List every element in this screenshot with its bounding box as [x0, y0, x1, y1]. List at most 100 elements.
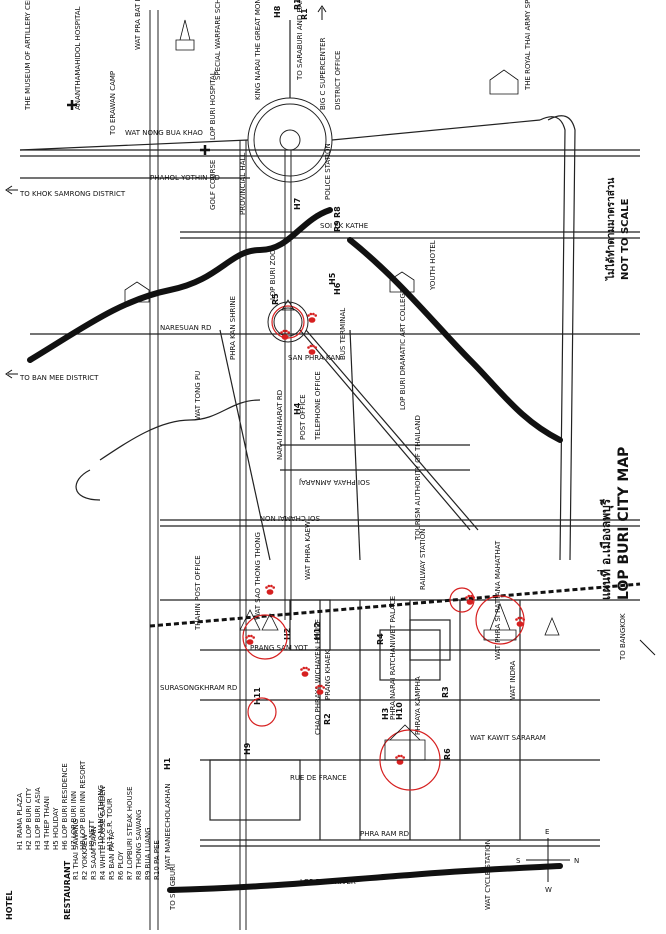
code-marker-h7[interactable]: H7: [293, 198, 302, 210]
code-marker-h3[interactable]: H3: [381, 708, 390, 720]
building-icons: [67, 19, 560, 761]
legend-hotel-item: H2 LOP BURI CITY: [25, 787, 33, 850]
road-label-r8: SOI CHAMAI NON: [260, 514, 320, 522]
place-label-p20[interactable]: POST OFFICE: [299, 394, 307, 440]
place-label-p37[interactable]: PHRAYA KAMPHA: [414, 676, 422, 735]
paw-print-icon[interactable]: [280, 329, 290, 340]
place-label-p32[interactable]: THAHIN POST OFFICE: [194, 555, 202, 631]
paw-print-icon[interactable]: [515, 616, 525, 627]
compass: E W S N: [516, 828, 579, 894]
place-label-p38[interactable]: WAT INDRA: [509, 660, 517, 700]
code-marker-r6[interactable]: R6: [443, 748, 452, 760]
place-label-p24[interactable]: TOURISM AUTHORITY OF THAILAND: [414, 415, 422, 541]
direction-to-saraburi: TO SARABURI AND BANGKOK: [296, 0, 304, 81]
place-label-p31[interactable]: CHAO PHRAYA WICHAYEN HOUSE: [314, 619, 322, 735]
road-label-r2: NARESUAN RD: [160, 324, 211, 332]
place-label-p4[interactable]: SPECIAL WARFARE SCHOOL: [214, 0, 222, 80]
place-labels: THE MUSEUM OF ARTILLERY CENTER ANANTHAMAH…: [24, 0, 546, 910]
code-marker-r8[interactable]: R8: [333, 206, 342, 218]
code-marker-r10[interactable]: R10: [293, 0, 302, 10]
place-label-p2[interactable]: ANANTHAMAHIDOL HOSPITAL: [74, 6, 82, 110]
paw-print-icon[interactable]: [307, 312, 317, 323]
place-label-p23[interactable]: WAT PHRA KAEW: [304, 521, 312, 580]
code-marker-h1[interactable]: H1: [163, 757, 172, 770]
arrow-southeast-icon: [639, 639, 656, 656]
place-label-p36[interactable]: THE ROYAL THAI ARMY SPECIAL FORCES MUSEU…: [524, 0, 532, 91]
place-label-p13[interactable]: GOLF COURSE: [209, 160, 217, 210]
code-marker-r1[interactable]: R1: [300, 8, 309, 20]
place-label-p5[interactable]: TO ERAWAN CAMP: [109, 71, 117, 136]
code-marker-r4[interactable]: R4: [376, 633, 385, 645]
legend-hotel-item: H8 LOP BURI INN RESORT: [79, 760, 87, 850]
code-marker-r9[interactable]: R9: [333, 220, 342, 232]
place-label-p14[interactable]: LOP BURI ZOO: [269, 249, 277, 300]
legend-restaurant-item: R8 THONG SAWANG: [135, 810, 143, 880]
legend-restaurant-item: R2 YOKKAEW: [81, 834, 89, 880]
legend-hotel-item: H5 HOLIDAY: [52, 807, 60, 850]
code-marker-h12[interactable]: H12: [313, 622, 322, 640]
place-label-p29[interactable]: WAT PHRA SI RATTANA MAHATHAT: [494, 540, 502, 660]
legend-hotel-item: H3 LOP BURI ASIA: [34, 787, 42, 850]
legend-restaurant-item: R10 PA PEE: [153, 840, 161, 880]
place-label-p12[interactable]: PROVINCIAL HALL: [239, 153, 247, 215]
place-label-p30[interactable]: PRANG KHAEK: [324, 649, 332, 700]
temple-icon: [175, 19, 195, 51]
road-label-r1: PHAHOL YOTHIN RD: [150, 174, 220, 182]
place-label-p33[interactable]: WAT KAWIT SARARAM: [470, 734, 546, 742]
place-label-p16[interactable]: SAN PHRA KAN: [288, 354, 340, 362]
code-marker-h5[interactable]: H5: [328, 272, 337, 285]
legend-restaurant-item: R7 LOPBURI STEAK HOUSE: [126, 786, 134, 880]
place-label-p34[interactable]: WAT MANEECHOLAKHAN: [164, 783, 172, 870]
code-marker-h9[interactable]: H9: [243, 742, 252, 755]
shrine-icon: [281, 299, 295, 311]
attraction-markers: [242, 305, 525, 791]
hotel-legend-header: HOTEL: [5, 890, 14, 920]
place-label-p6[interactable]: LOP BURI HOSPITAL: [209, 71, 217, 140]
place-label-p10[interactable]: DISTRICT OFFICE: [334, 51, 342, 110]
code-marker-h11[interactable]: H11: [253, 687, 262, 705]
code-marker-h6[interactable]: H6: [333, 282, 342, 295]
code-marker-r5[interactable]: R5: [271, 293, 280, 305]
code-marker-r2[interactable]: R2: [323, 713, 332, 725]
legend-hotel-item: H9 NETT: [88, 819, 96, 850]
code-marker-h4[interactable]: H4: [293, 402, 302, 415]
restaurant-legend-header: RESTAURANT: [63, 860, 72, 920]
compass-s: S: [516, 857, 521, 865]
code-marker-h8[interactable]: H8: [273, 5, 282, 18]
place-label-p35[interactable]: WAT CYCLE STATION: [484, 839, 492, 910]
paw-print-icon[interactable]: [395, 754, 405, 765]
paw-print-icon[interactable]: [245, 634, 255, 645]
code-marker-h10[interactable]: H10: [395, 702, 404, 720]
code-marker-h2[interactable]: H2: [283, 628, 292, 640]
paw-print-icon[interactable]: [315, 684, 325, 695]
place-label-p26[interactable]: WAT SAO THONG THONG: [254, 532, 262, 620]
place-label-p9[interactable]: BIG C SUPERCENTER: [319, 37, 327, 110]
place-label-p27[interactable]: PRANG SAM YOT: [250, 644, 309, 652]
direction-labels: TO SARABURI AND BANGKOK TO KHOK SAMRONG …: [5, 0, 656, 911]
paw-print-icon[interactable]: [265, 584, 275, 595]
place-label-p1[interactable]: THE MUSEUM OF ARTILLERY CENTER: [24, 0, 32, 111]
road-label-r4: SURASONGKHRAM RD: [160, 684, 237, 692]
place-label-p17[interactable]: PHRA KAN SHRINE: [229, 296, 237, 360]
legend-restaurant-item: R6 PLOY: [117, 850, 125, 880]
place-label-p11[interactable]: POLICE STATION: [324, 143, 332, 200]
temple-icon: [483, 602, 517, 641]
paw-print-icon[interactable]: [465, 594, 475, 605]
place-label-p28[interactable]: PHRA NARAI RATCHANIWET PALACE: [389, 596, 397, 720]
place-label-p19[interactable]: WAT TONG PU: [194, 371, 202, 420]
place-label-p7[interactable]: WAT NONG BUA KHAO: [125, 129, 203, 137]
paw-print-icon[interactable]: [307, 344, 317, 355]
place-label-p25[interactable]: RAILWAY STATION: [419, 529, 427, 590]
legend-hotel-item: H4 THEP THANI: [43, 796, 51, 850]
place-label-p22[interactable]: LOP BURI DRAMATIC ART COLLEGE: [399, 289, 407, 410]
paw-print-icon[interactable]: [300, 666, 310, 677]
place-label-p8[interactable]: KING NARAI THE GREAT MONUMENT: [254, 0, 262, 100]
place-label-p21[interactable]: TELEPHONE OFFICE: [314, 371, 322, 441]
place-label-p3[interactable]: WAT PRA BAT NAM PU: [134, 0, 142, 50]
place-label-p18[interactable]: BUS TERMINAL: [339, 308, 347, 360]
scale-note-block: NOT TO SCALE ไม่ได้ทำตามมาตราส่วน: [604, 178, 631, 281]
code-marker-r3[interactable]: R3: [441, 686, 450, 698]
road-network: [19, 10, 640, 930]
place-label-p15[interactable]: YOUTH HOTEL: [429, 240, 437, 291]
